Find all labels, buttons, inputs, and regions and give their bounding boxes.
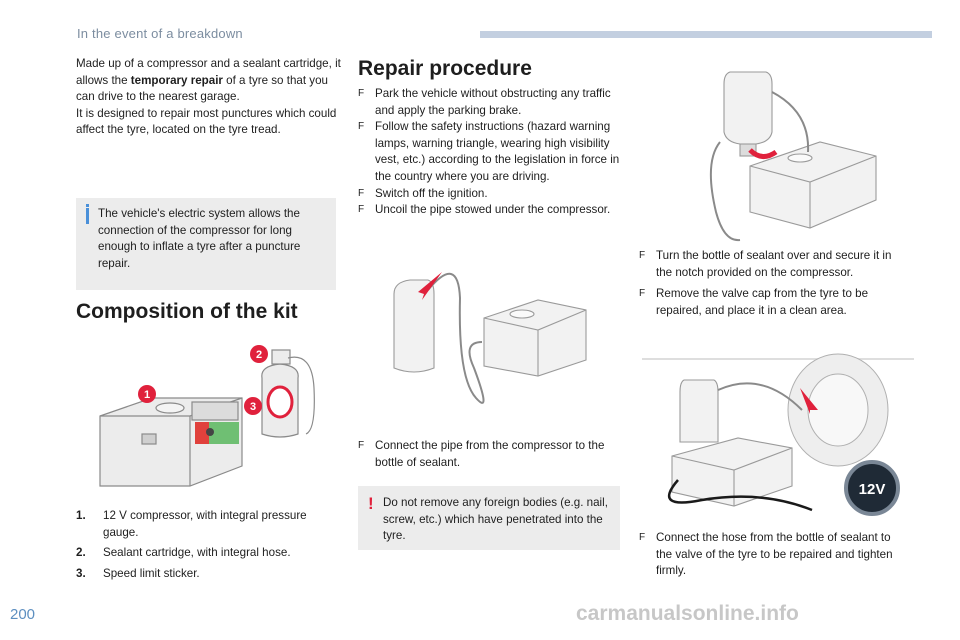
repair-heading: Repair procedure xyxy=(358,57,532,80)
watermark: carmanualsonline.info xyxy=(576,602,799,625)
12v-socket-icon: 12V xyxy=(844,460,900,516)
repair-step: F Uncoil the pipe stowed under the compre… xyxy=(358,202,620,219)
bottle-inverted-illustration xyxy=(709,71,877,242)
callout-1-label: 1 xyxy=(144,389,150,401)
repair-step-text: Remove the valve cap from the tyre to be… xyxy=(656,287,869,317)
repair-step-text: Uncoil the pipe stowed under the compres… xyxy=(375,203,611,217)
sealant-bottle-drawing xyxy=(393,279,435,373)
power-cable xyxy=(667,479,813,512)
hose-line xyxy=(709,91,810,242)
repair-steps-b: F Turn the bottle of sealant over and sec… xyxy=(639,248,909,319)
step-arrow-icon: F xyxy=(639,532,646,543)
callout-3: 3 xyxy=(244,397,262,415)
kit-part-item: 1. 12 V compressor, with integral pressur… xyxy=(76,508,342,541)
info-icon xyxy=(86,208,89,224)
speed-limit-sticker xyxy=(266,385,294,419)
compressor-drawing xyxy=(99,397,243,487)
repair-step-text: Switch off the ignition. xyxy=(375,186,488,200)
intro-text: Made up of a compressor and a sealant ca… xyxy=(76,56,342,139)
header-rule xyxy=(480,31,932,38)
sealant-bottle-drawing xyxy=(679,379,719,443)
section-title: In the event of a breakdown xyxy=(77,26,243,41)
tyre-connection-illustration: 12V xyxy=(642,353,914,516)
repair-step: F Connect the pipe from the compressor to… xyxy=(358,438,620,471)
page-number: 200 xyxy=(10,606,36,623)
info-icon-dot xyxy=(86,204,89,207)
compressor-drawing xyxy=(749,141,877,229)
warning-box: ! Do not remove any foreign bodies (e.g.… xyxy=(358,486,620,550)
intro-p1-bold: temporary repair xyxy=(130,73,223,87)
step-arrow-icon: F xyxy=(358,440,365,451)
compressor-drawing xyxy=(483,299,587,377)
info-note-box: The vehicle's electric system allows the… xyxy=(76,198,336,290)
repair-step-text: Connect the pipe from the compressor to … xyxy=(375,439,605,469)
step-arrow-icon: F xyxy=(358,204,365,216)
step-arrow-icon: F xyxy=(639,288,646,300)
repair-step-text: Follow the safety instructions (hazard w… xyxy=(375,120,620,183)
connection-arrow-icon xyxy=(418,272,442,300)
kit-part-item: 3. Speed limit sticker. xyxy=(76,566,342,583)
kit-part-item: 2. Sealant cartridge, with integral hose. xyxy=(76,545,342,562)
callout-2: 2 xyxy=(250,345,268,363)
kit-part-number: 2. xyxy=(76,546,86,560)
kit-part-text: Speed limit sticker. xyxy=(103,566,200,580)
repair-step-text: Connect the hose from the bottle of seal… xyxy=(656,531,893,578)
repair-step-connect-hose: F Connect the hose from the bottle of sea… xyxy=(639,530,909,580)
kit-part-text: Sealant cartridge, with integral hose. xyxy=(103,546,291,560)
repair-step-text: Turn the bottle of sealant over and secu… xyxy=(656,249,892,279)
repair-step: F Follow the safety instructions (hazard … xyxy=(358,119,620,185)
hose-line xyxy=(717,382,803,411)
intro-p2: It is designed to repair most punctures … xyxy=(76,106,337,137)
step-arrow-icon: F xyxy=(358,187,365,199)
warning-icon: ! xyxy=(368,494,374,513)
kit-part-number: 1. xyxy=(76,509,86,522)
warning-text: Do not remove any foreign bodies (e.g. n… xyxy=(383,496,608,543)
kit-part-text: 12 V compressor, with integral pressure … xyxy=(103,509,307,539)
step-arrow-icon: F xyxy=(639,250,646,261)
compressor-drawing xyxy=(671,437,793,507)
kit-heading: Composition of the kit xyxy=(76,300,298,323)
kit-part-number: 3. xyxy=(76,566,86,580)
sealant-bottle-drawing xyxy=(723,71,773,145)
repair-step: F Connect the hose from the bottle of sea… xyxy=(639,530,909,580)
repair-step-connect-pipe: F Connect the pipe from the compressor to… xyxy=(358,438,620,471)
intro-p1-start: Made up of a compressor and a sealant ca… xyxy=(76,57,341,87)
info-note-text: The vehicle's electric system allows the… xyxy=(98,207,301,270)
repair-step: F Turn the bottle of sealant over and sec… xyxy=(639,248,909,281)
step-arrow-icon: F xyxy=(358,88,365,99)
repair-step: F Park the vehicle without obstructing an… xyxy=(358,86,620,119)
pipe-connection-illustration xyxy=(393,272,587,404)
socket-label: 12V xyxy=(859,481,886,498)
step-arrow-icon: F xyxy=(358,121,365,133)
pressure-gauge-panel xyxy=(195,422,239,444)
callout-1: 1 xyxy=(138,385,156,403)
repair-step: F Remove the valve cap from the tyre to b… xyxy=(639,286,909,319)
callout-3-label: 3 xyxy=(250,401,256,413)
rotation-arrow-icon xyxy=(748,148,778,159)
connection-arrow-icon xyxy=(800,388,818,414)
repair-step-text: Park the vehicle without obstructing any… xyxy=(375,87,611,117)
repair-step: F Switch off the ignition. xyxy=(358,186,620,203)
kit-parts-list: 1. 12 V compressor, with integral pressur… xyxy=(76,508,342,586)
hose-line xyxy=(427,272,485,404)
callout-2-label: 2 xyxy=(256,349,262,361)
repair-steps-a: F Park the vehicle without obstructing an… xyxy=(358,86,620,219)
kit-illustration: 1 2 3 xyxy=(99,345,315,487)
intro-p1-end: of a tyre so that you can drive to the n… xyxy=(76,73,328,104)
